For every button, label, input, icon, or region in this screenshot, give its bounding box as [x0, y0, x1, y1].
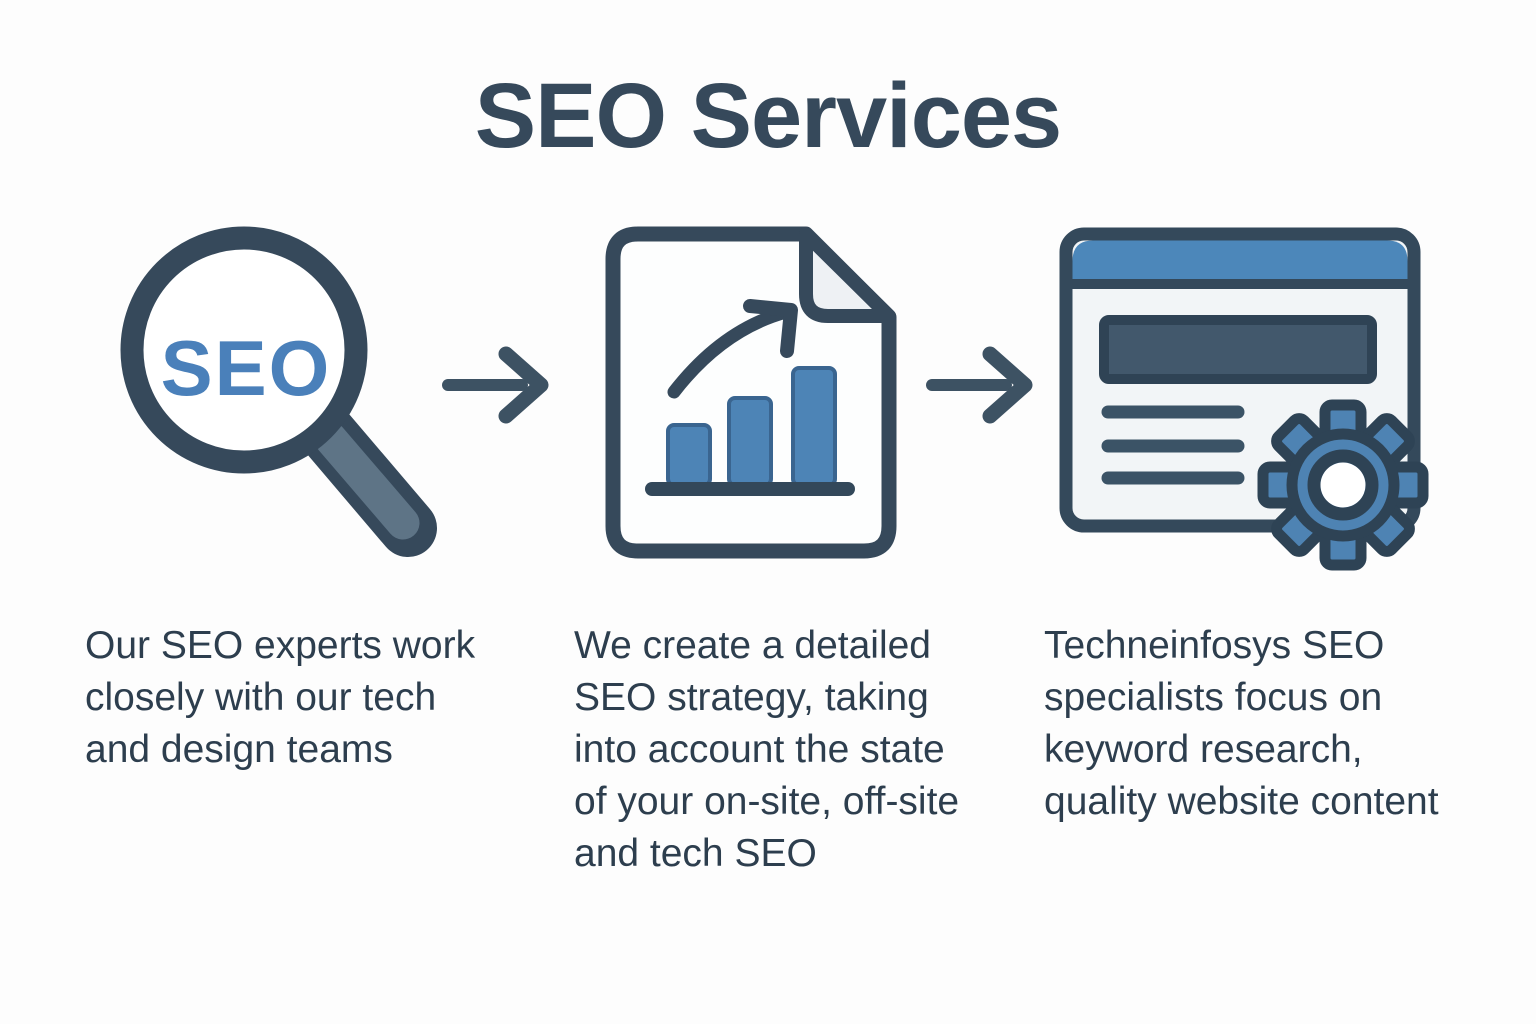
report-bar-large	[791, 366, 837, 487]
browser-banner-block	[1099, 315, 1377, 384]
browser-titlebar	[1072, 240, 1408, 283]
page-title: SEO Services	[474, 65, 1062, 167]
report-bar-medium	[727, 396, 773, 487]
report-folded-corner	[799, 227, 896, 323]
right-arrow-icon	[442, 346, 549, 424]
seo-magnifier-icon: SEO	[120, 226, 437, 557]
report-bar-small	[666, 423, 712, 487]
growth-arrowhead	[743, 299, 798, 358]
magnifier-lens	[120, 226, 368, 474]
website-gear-icon	[1059, 227, 1429, 571]
magnifier-seo-label: SEO	[161, 324, 332, 412]
gear-icon	[1257, 399, 1429, 571]
growth-report-icon	[605, 226, 897, 559]
magnifier-handle	[313, 421, 420, 540]
growth-curve	[667, 305, 793, 399]
right-arrow-icon	[926, 346, 1033, 424]
